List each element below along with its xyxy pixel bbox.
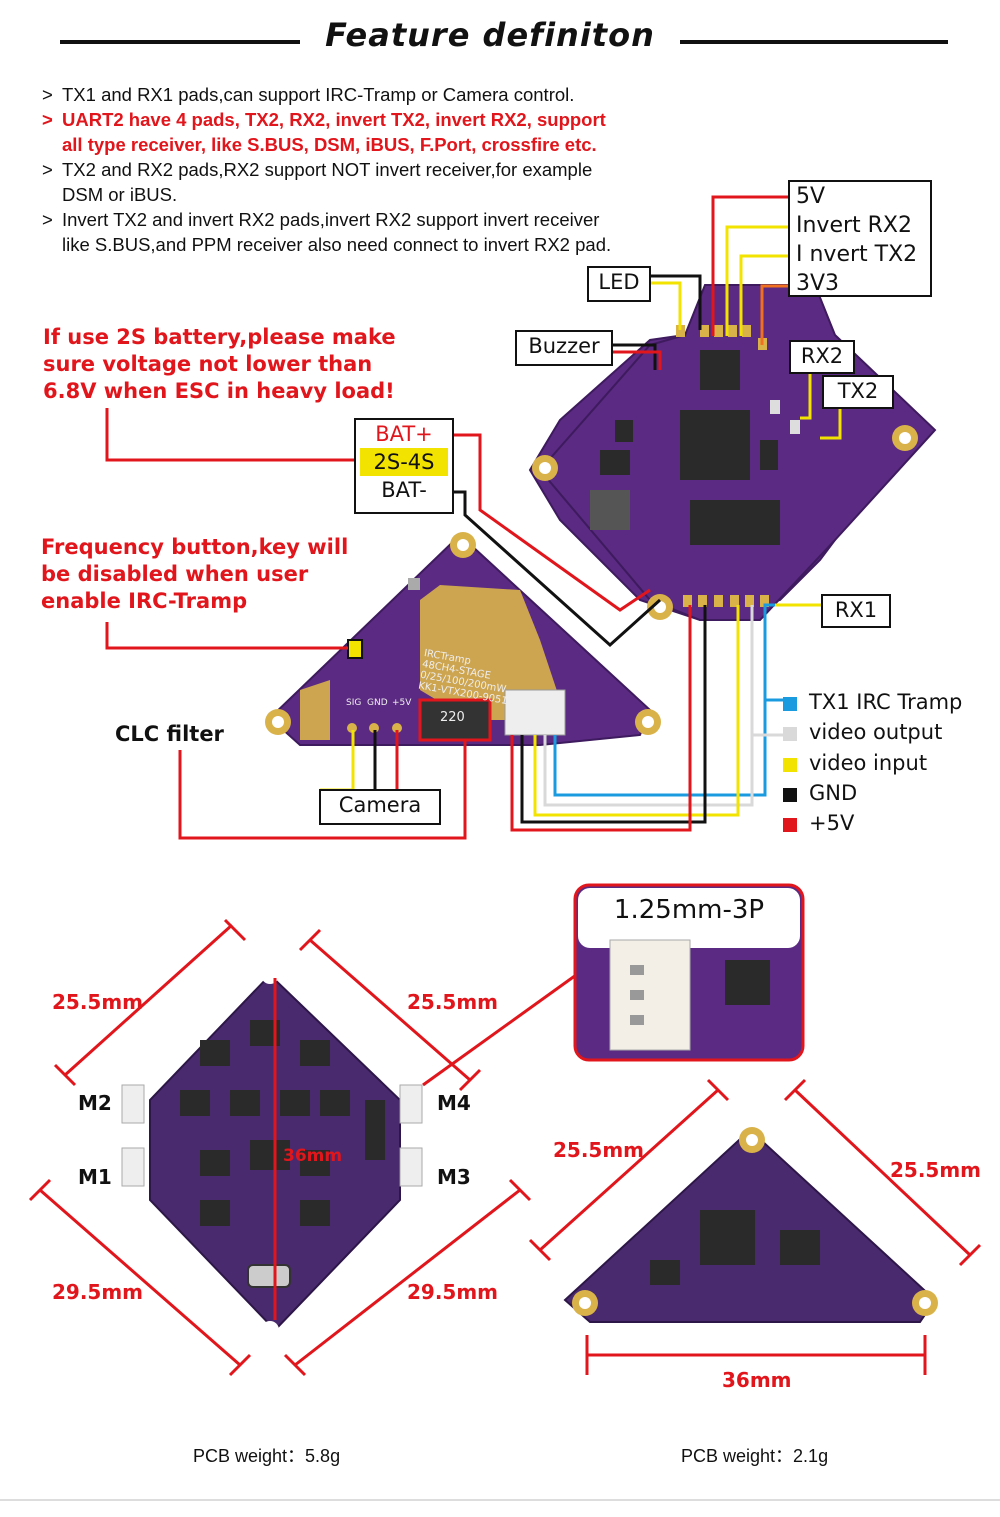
clc-filter-label: CLC filter [115, 722, 224, 746]
vtx-gnd-pad-label: GND [367, 698, 388, 708]
pad-invert-rx2-label: Invert RX2 [796, 213, 913, 238]
note-line: UART2 have 4 pads, TX2, RX2, invert TX2,… [62, 109, 606, 130]
vtx-sig-pad-label: SIG [346, 698, 362, 708]
note-marker: > [42, 209, 53, 230]
pad-3v3-label: 3V3 [796, 271, 840, 296]
mcu-chip [680, 410, 750, 480]
connector-callout [573, 883, 805, 1062]
warning-line: sure voltage not lower than [43, 352, 373, 376]
warning-line: If use 2S battery,please make [43, 325, 396, 349]
note-4: > Invert TX2 and invert RX2 pads,invert … [42, 207, 682, 257]
connector-callout-label: 1.25mm-3P [613, 895, 765, 925]
motor-m2-label: M2 [78, 1091, 112, 1115]
camera-label: Camera [319, 789, 441, 825]
pad-label-box: 5V Invert RX2 I nvert TX2 3V3 [788, 180, 932, 297]
legend-label: +5V [809, 811, 855, 835]
vtx-dim-right: 25.5mm [890, 1158, 982, 1182]
warning-line: be disabled when user [41, 562, 309, 586]
fc-dim-top-right: 25.5mm [407, 990, 499, 1014]
note-marker: > [42, 84, 53, 105]
title-text: Feature definiton [325, 16, 655, 54]
rx1-label: RX1 [821, 594, 891, 628]
warning-line: enable IRC-Tramp [41, 589, 248, 613]
legend-label: video input [809, 751, 928, 775]
motor-m4-label: M4 [437, 1091, 471, 1115]
pad-5v-label: 5V [796, 184, 826, 209]
title-rule-right [680, 40, 948, 44]
motor-m1-label: M1 [78, 1165, 112, 1189]
led-label: LED [587, 266, 651, 302]
buzzer-label: Buzzer [515, 330, 613, 366]
vtx-connector [504, 689, 566, 736]
note-line: DSM or iBUS. [62, 184, 178, 205]
clc-filter-coil [418, 698, 492, 742]
note-2: > UART2 have 4 pads, TX2, RX2, invert TX… [42, 107, 682, 157]
feature-notes: > TX1 and RX1 pads,can support IRC-Tramp… [42, 82, 682, 257]
vtx-board-illustration [265, 532, 661, 746]
legend-swatch [783, 788, 797, 802]
note-line: Invert TX2 and invert RX2 pads,invert RX… [62, 209, 600, 230]
vtx-weight-label: PCB weight：2.1g [681, 1446, 829, 1466]
battery-wires [105, 408, 662, 648]
legend-swatch [783, 758, 797, 772]
legend-label: video output [809, 720, 943, 744]
warning-line: 6.8V when ESC in heavy load! [43, 379, 395, 403]
note-line: like S.BUS,and PPM receiver also need co… [62, 234, 612, 255]
fc-dim-diagonal: 36mm [283, 1146, 343, 1166]
vtx-dim-bottom: 36mm [722, 1368, 792, 1392]
vtx-5v-pad-label: +5V [392, 698, 412, 708]
bat-plus-label: BAT+ [375, 422, 433, 446]
legend-swatch [783, 727, 797, 741]
note-line: all type receiver, like S.BUS, DSM, iBUS… [62, 134, 597, 155]
motor-m3-label: M3 [437, 1165, 471, 1189]
battery-warning: If use 2S battery,please make sure volta… [43, 324, 396, 405]
note-marker: > [42, 159, 53, 180]
battery-label-box: BAT+ 2S-4S BAT- [354, 418, 454, 514]
note-line: TX2 and RX2 pads,RX2 support NOT invert … [62, 159, 593, 180]
fc-dimension-drawing [28, 918, 591, 1377]
warning-line: Frequency button,key will [41, 535, 349, 559]
fc-top-wires [610, 195, 842, 607]
title-rule-left [60, 40, 300, 44]
legend-label: TX1 IRC Tramp [809, 690, 963, 714]
clc-filter-pointer [178, 740, 467, 840]
bat-minus-label: BAT- [381, 478, 427, 502]
frequency-button [347, 639, 363, 659]
legend-label: GND [809, 781, 858, 805]
fc-weight-label: PCB weight：5.8g [193, 1446, 341, 1466]
rx2-label: RX2 [789, 340, 855, 374]
pad-invert-tx2-label: I nvert TX2 [796, 242, 918, 267]
fc-dim-bottom-right: 29.5mm [407, 1280, 499, 1304]
vtx-dim-left: 25.5mm [553, 1138, 645, 1162]
bat-range-label: 2S-4S [360, 448, 448, 476]
note-1: > TX1 and RX1 pads,can support IRC-Tramp… [42, 82, 682, 107]
note-marker: > [42, 109, 53, 130]
tx2-label: TX2 [822, 375, 894, 409]
note-3: > TX2 and RX2 pads,RX2 support NOT inver… [42, 157, 682, 207]
section-title: Feature definiton [0, 14, 1000, 64]
clc-coil-marking: 220 [440, 710, 465, 725]
note-line: TX1 and RX1 pads,can support IRC-Tramp o… [62, 84, 575, 105]
legend-swatch [783, 697, 797, 711]
vtx-dimension-drawing [528, 1078, 982, 1375]
fc-dim-top-left: 25.5mm [52, 990, 144, 1014]
legend-swatch [783, 818, 797, 832]
fc-dim-bottom-left: 29.5mm [52, 1280, 144, 1304]
vtx-fc-wires [510, 603, 783, 832]
frequency-warning: Frequency button,key will be disabled wh… [41, 534, 348, 615]
